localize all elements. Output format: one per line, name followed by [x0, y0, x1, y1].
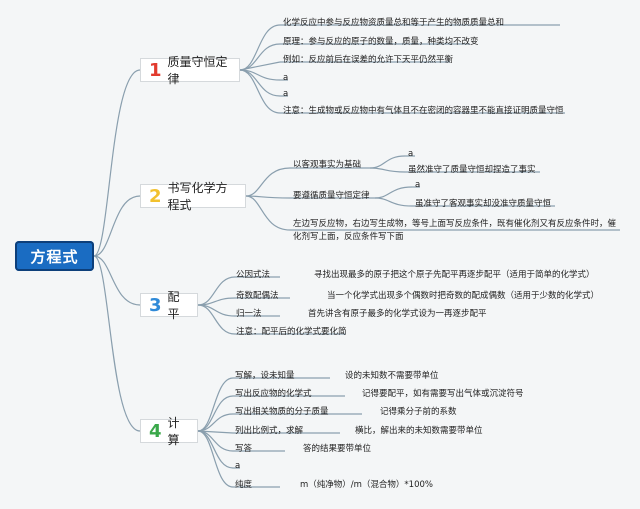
topic-label: 配平 — [167, 290, 180, 321]
leaf-1-6[interactable]: 注意：生成物或反应物中有气体且不在密闭的容器里不能直接证明质量守恒 — [283, 106, 564, 116]
leaf-4-3-note[interactable]: 记得乘分子前的系数 — [380, 407, 457, 417]
root-node[interactable]: 方程式 — [15, 241, 94, 271]
leaf-4-7-note[interactable]: m（纯净物）/m（混合物）*100% — [300, 480, 433, 490]
topic-label: 质量守恒定律 — [167, 55, 228, 86]
root-title: 方程式 — [30, 247, 79, 266]
leaf-4-2-note[interactable]: 记得要配平，如有需要写出气体或沉淀符号 — [362, 389, 524, 399]
leaf-2-2-2[interactable]: 虽准守了客观事实却没准守质量守恒 — [415, 199, 552, 209]
leaf-1-3[interactable]: 例如：反应前后在误差的允许下天平仍然平衡 — [283, 55, 454, 65]
leaf-4-2[interactable]: 写出反应物的化学式 — [235, 389, 312, 399]
leaf-4-5-note[interactable]: 答的结果要带单位 — [303, 444, 372, 454]
topic-number: 1 — [149, 59, 162, 81]
topic-2[interactable]: 2 书写化学方程式 — [140, 181, 246, 212]
leaf-4-3[interactable]: 写出相关物质的分子质量 — [235, 407, 329, 417]
leaf-1-4[interactable]: a — [283, 73, 289, 83]
leaf-3-4[interactable]: 注意：配平后的化学式要化简 — [236, 327, 347, 337]
leaf-3-3[interactable]: 归一法 — [236, 309, 262, 319]
topic-label: 书写化学方程式 — [167, 181, 228, 212]
topic-number: 4 — [149, 420, 162, 442]
leaf-1-1[interactable]: 化学反应中参与反应物资质量总和等于产生的物质质量总和 — [283, 18, 505, 28]
leaf-2-1-2[interactable]: 虽然准守了质量守恒却捏造了事实 — [408, 165, 536, 175]
leaf-4-5[interactable]: 写答 — [235, 444, 253, 454]
topic-label: 计算 — [167, 416, 180, 447]
leaf-4-4-note[interactable]: 横比，解出来的未知数需要带单位 — [355, 426, 483, 436]
leaf-2-3[interactable]: 左边写反应物，右边写生成物，等号上面写反应条件，既有催化剂又有反应条件时，催化剂… — [293, 219, 617, 242]
leaf-3-1[interactable]: 公因式法 — [236, 270, 271, 280]
leaf-4-1[interactable]: 写解，设未知量 — [235, 371, 295, 381]
leaf-1-2[interactable]: 原理：参与反应的原子的数量，质量，种类均不改变 — [283, 37, 479, 47]
leaf-4-6[interactable]: a — [235, 461, 241, 471]
leaf-4-4[interactable]: 列出比例式，求解 — [235, 426, 304, 436]
leaf-1-5[interactable]: a — [283, 89, 289, 99]
topic-number: 2 — [149, 185, 162, 207]
leaf-2-2-1[interactable]: a — [415, 180, 421, 190]
leaf-4-1-note[interactable]: 设的未知数不需要带单位 — [345, 371, 439, 381]
topic-4[interactable]: 4 计算 — [140, 416, 198, 447]
leaf-2-1[interactable]: 以客观事实为基础 — [293, 160, 362, 170]
topic-1[interactable]: 1 质量守恒定律 — [140, 55, 240, 86]
leaf-3-2[interactable]: 奇数配偶法 — [236, 291, 279, 301]
leaf-2-2[interactable]: 要遵循质量守恒定律 — [293, 191, 370, 201]
leaf-3-1-note[interactable]: 寻找出现最多的原子把这个原子先配平再逐步配平（适用于简单的化学式） — [314, 270, 595, 280]
leaf-2-1-1[interactable]: a — [408, 149, 414, 159]
leaf-4-7[interactable]: 纯度 — [235, 480, 253, 490]
leaf-3-3-note[interactable]: 首先讲含有原子最多的化学式设为一再逐步配平 — [308, 309, 487, 319]
leaf-3-2-note[interactable]: 当一个化学式出现多个偶数时把奇数的配成偶数（适用于少数的化学式） — [327, 291, 600, 301]
topic-number: 3 — [149, 294, 162, 316]
topic-3[interactable]: 3 配平 — [140, 290, 198, 321]
